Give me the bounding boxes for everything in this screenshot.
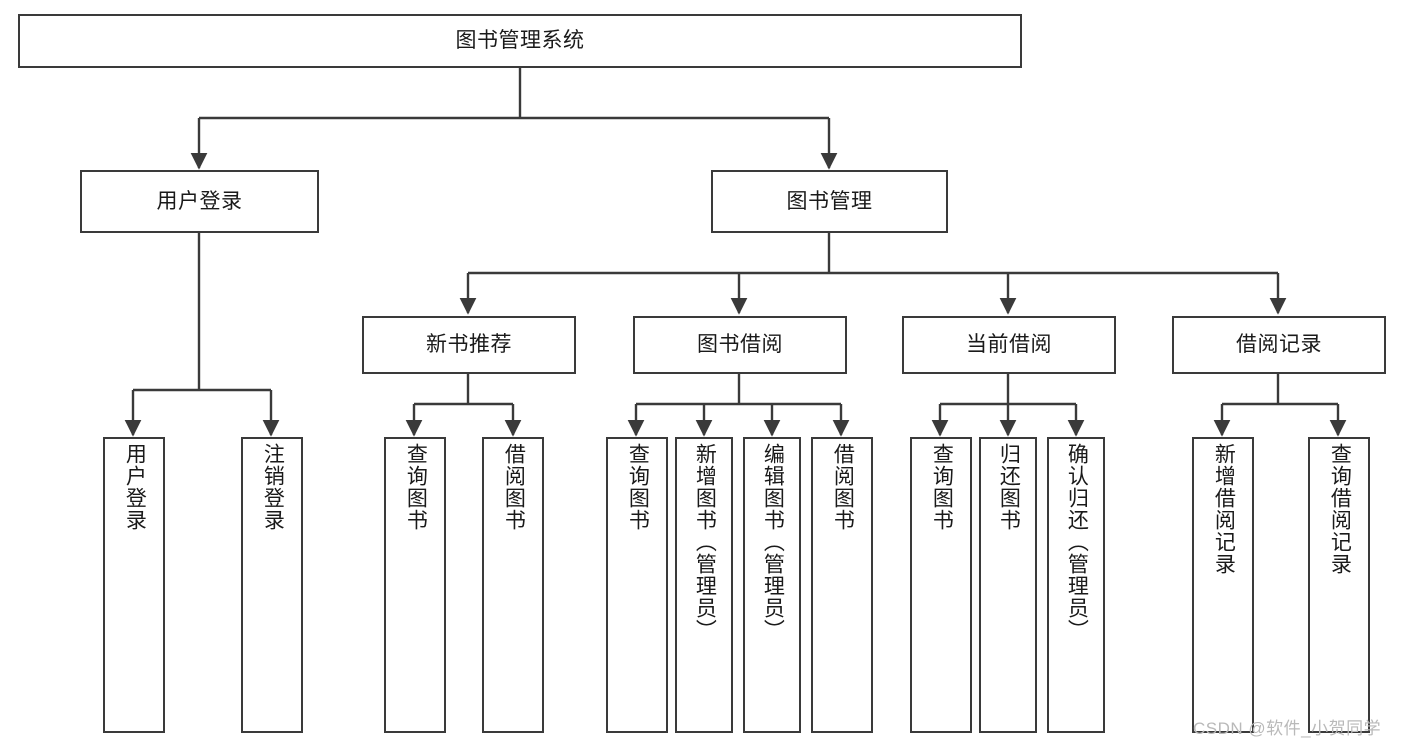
node-leaf-logout-login-label: 注销登录: [261, 443, 285, 531]
node-root[interactable]: 图书管理系统: [18, 14, 1022, 68]
node-leaf-confirm-return-admin-label: 确认归还（管理员）: [1065, 443, 1089, 641]
node-leaf-confirm-return-admin[interactable]: 确认归还（管理员）: [1047, 437, 1105, 733]
node-leaf-borrow-book-2[interactable]: 借阅图书: [811, 437, 873, 733]
node-borrow-record[interactable]: 借阅记录: [1172, 316, 1386, 374]
node-user-login[interactable]: 用户登录: [80, 170, 319, 233]
node-leaf-add-borrow-record-label: 新增借阅记录: [1212, 443, 1236, 575]
node-new-book-recommend-label: 新书推荐: [426, 333, 512, 357]
node-leaf-query-borrow-record[interactable]: 查询借阅记录: [1308, 437, 1370, 733]
node-leaf-return-book[interactable]: 归还图书: [979, 437, 1037, 733]
node-current-borrow-label: 当前借阅: [966, 333, 1052, 357]
node-leaf-query-book-1[interactable]: 查询图书: [384, 437, 446, 733]
node-borrow-record-label: 借阅记录: [1236, 333, 1322, 357]
node-user-login-label: 用户登录: [156, 189, 243, 213]
node-leaf-return-book-label: 归还图书: [997, 443, 1021, 531]
node-leaf-query-book-3[interactable]: 查询图书: [910, 437, 972, 733]
node-leaf-add-borrow-record[interactable]: 新增借阅记录: [1192, 437, 1254, 733]
node-current-borrow[interactable]: 当前借阅: [902, 316, 1116, 374]
node-leaf-user-login-label: 用户登录: [123, 443, 147, 531]
node-book-borrow-label: 图书借阅: [697, 333, 783, 357]
node-leaf-query-book-2-label: 查询图书: [626, 443, 650, 531]
node-leaf-user-login[interactable]: 用户登录: [103, 437, 165, 733]
node-book-borrow[interactable]: 图书借阅: [633, 316, 847, 374]
csdn-watermark: CSDN @软件_小贺同学: [1193, 719, 1382, 738]
node-leaf-add-book-admin[interactable]: 新增图书（管理员）: [675, 437, 733, 733]
node-leaf-edit-book-admin-label: 编辑图书（管理员）: [761, 443, 785, 641]
node-leaf-query-book-3-label: 查询图书: [930, 443, 954, 531]
node-leaf-borrow-book-1[interactable]: 借阅图书: [482, 437, 544, 733]
node-leaf-borrow-book-1-label: 借阅图书: [502, 443, 526, 531]
node-book-manage-label: 图书管理: [786, 189, 873, 213]
node-book-manage[interactable]: 图书管理: [711, 170, 948, 233]
node-new-book-recommend[interactable]: 新书推荐: [362, 316, 576, 374]
node-leaf-query-borrow-record-label: 查询借阅记录: [1328, 443, 1352, 575]
node-leaf-borrow-book-2-label: 借阅图书: [831, 443, 855, 531]
node-leaf-add-book-admin-label: 新增图书（管理员）: [693, 443, 717, 641]
node-leaf-query-book-2[interactable]: 查询图书: [606, 437, 668, 733]
node-root-label: 图书管理系统: [455, 29, 585, 53]
node-leaf-logout-login[interactable]: 注销登录: [241, 437, 303, 733]
node-leaf-query-book-1-label: 查询图书: [404, 443, 428, 531]
node-leaf-edit-book-admin[interactable]: 编辑图书（管理员）: [743, 437, 801, 733]
